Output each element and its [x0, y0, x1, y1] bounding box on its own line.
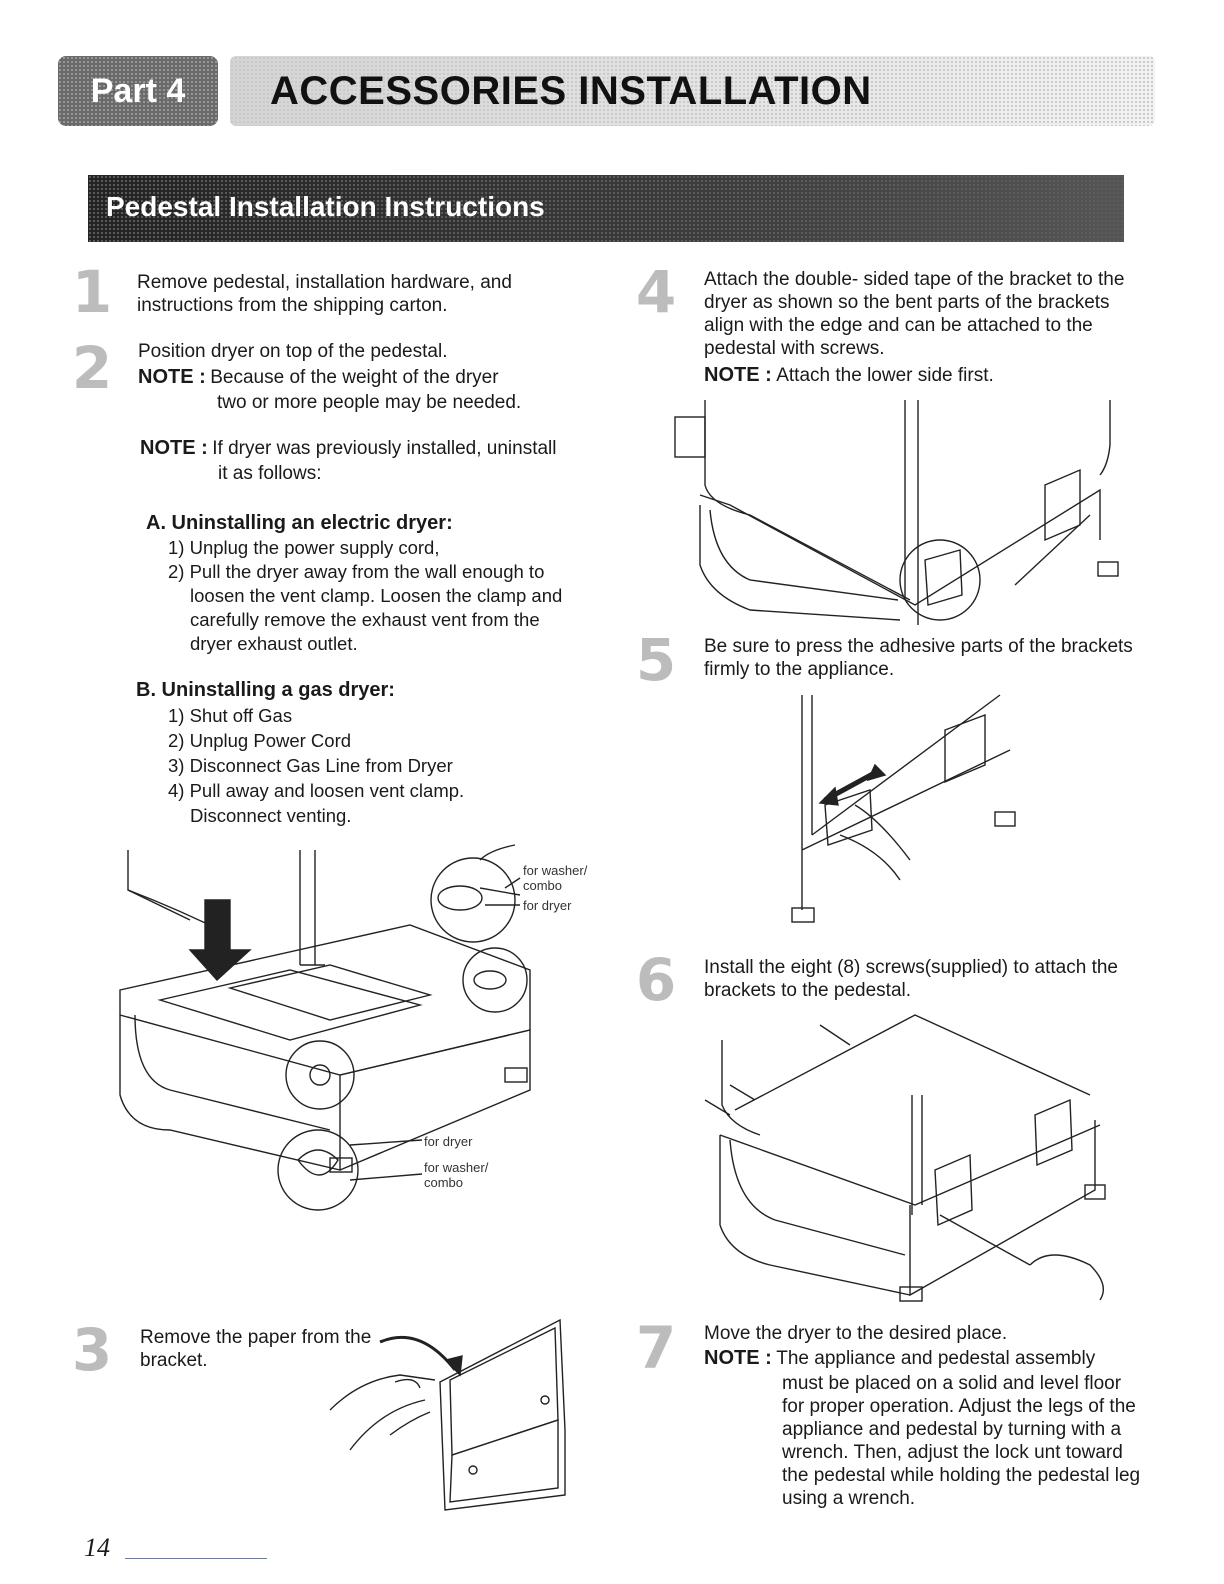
figure-label: for dryer	[523, 898, 572, 913]
step-4-line: align with the edge and can be attached …	[704, 315, 1093, 336]
gas-item: 2) Unplug Power Cord	[168, 730, 352, 751]
gas-item: Disconnect venting.	[190, 805, 352, 826]
step-number-3: 3	[71, 1316, 113, 1384]
gas-item: 3) Disconnect Gas Line from Dryer	[168, 755, 453, 776]
note-line: If dryer was previously installed, unins…	[212, 438, 557, 459]
note-line: two or more people may be needed.	[217, 392, 522, 413]
note-line: Because of the weight of the dryer	[210, 367, 499, 388]
step-1-text: Remove pedestal, installation hardware, …	[137, 271, 512, 317]
note-label: NOTE :	[704, 1347, 772, 1369]
electric-item: carefully remove the exhaust vent from t…	[190, 609, 540, 630]
step-2-line: Position dryer on top of the pedestal.	[138, 341, 448, 362]
figure-label: for washer/ combo	[523, 863, 587, 893]
electric-item: loosen the vent clamp. Loosen the clamp …	[190, 585, 563, 606]
note-line: using a wrench.	[782, 1488, 916, 1509]
step-3-line: bracket.	[140, 1350, 208, 1371]
step-7-note: NOTE : The appliance and pedestal assemb…	[704, 1347, 1095, 1370]
note-line: the pedestal while holding the pedestal …	[782, 1465, 1141, 1486]
page-number: 14	[84, 1533, 110, 1562]
step-4-text: Attach the double- sided tape of the bra…	[704, 268, 1124, 360]
dryer-pedestal-diagram	[119, 844, 531, 1211]
step-5-text: Be sure to press the adhesive parts of t…	[704, 635, 1133, 681]
step-number-1: 1	[71, 258, 113, 326]
figure-label-line: combo	[424, 1175, 464, 1190]
note-line: Attach the lower side first.	[776, 365, 994, 386]
step-number-7: 7	[635, 1314, 677, 1382]
screw-install-diagram	[704, 1014, 1106, 1302]
note-line: wrench. Then, adjust the lock unt toward	[782, 1442, 1123, 1463]
note-line: The appliance and pedestal assembly	[776, 1348, 1096, 1369]
step-3-line: Remove the paper from the	[140, 1327, 372, 1348]
step-6-text: Install the eight (8) screws(supplied) t…	[704, 956, 1118, 1002]
step-4-note: NOTE : Attach the lower side first.	[704, 364, 994, 387]
step-7-text: Move the dryer to the desired place.	[704, 1322, 1007, 1345]
title-band	[230, 56, 1155, 126]
footer-rule	[125, 1558, 267, 1559]
page-title: ACCESSORIES INSTALLATION	[270, 69, 872, 113]
note-line: it as follows:	[218, 463, 322, 484]
step-5-line: firmly to the appliance.	[704, 659, 895, 680]
note-line: must be placed on a solid and level floo…	[782, 1373, 1122, 1394]
step-4-line: dryer as shown so the bent parts of the …	[704, 292, 1110, 313]
section-title: Pedestal Installation Instructions	[106, 191, 545, 222]
electric-item: dryer exhaust outlet.	[190, 633, 358, 654]
figure-label-line: combo	[523, 878, 563, 893]
step-3-text: Remove the paper from the bracket.	[140, 1326, 371, 1372]
part-badge	[58, 56, 218, 126]
bracket-attach-diagram	[674, 400, 1119, 625]
gas-item: 1) Shut off Gas	[168, 705, 293, 726]
note-label: NOTE :	[140, 437, 208, 459]
uninstall-note: NOTE : If dryer was previously installed…	[140, 437, 557, 460]
note-label: NOTE :	[138, 366, 206, 388]
figure-label-line: for washer/	[424, 1160, 489, 1175]
step-5-line: Be sure to press the adhesive parts of t…	[704, 636, 1133, 657]
electric-item: 1) Unplug the power supply cord,	[168, 537, 440, 558]
bracket-paper-diagram	[329, 1318, 566, 1511]
gas-heading: B. Uninstalling a gas dryer:	[136, 679, 395, 701]
step-number-6: 6	[635, 946, 677, 1014]
step-number-5: 5	[635, 626, 677, 694]
step-7-note-cont: must be placed on a solid and level floo…	[782, 1372, 1140, 1510]
step-2-text: Position dryer on top of the pedestal.	[138, 340, 447, 363]
step-6-line: brackets to the pedestal.	[704, 980, 912, 1001]
step-1-line: instructions from the shipping carton.	[137, 295, 448, 316]
electric-item: 2) Pull the dryer away from the wall eno…	[168, 561, 545, 582]
gas-item: 4) Pull away and loosen vent clamp.	[168, 780, 465, 801]
step-number-4: 4	[635, 258, 677, 326]
bracket-press-diagram	[791, 694, 1016, 923]
step-2-note: NOTE : Because of the weight of the drye…	[138, 366, 499, 389]
figure-label: for dryer	[424, 1134, 473, 1149]
step-4-line: Attach the double- sided tape of the bra…	[704, 269, 1125, 290]
step-number-2: 2	[71, 334, 113, 402]
note-line: for proper operation. Adjust the legs of…	[782, 1396, 1136, 1417]
figure-label-line: for washer/	[523, 863, 588, 878]
step-6-line: Install the eight (8) screws(supplied) t…	[704, 957, 1118, 978]
note-line: appliance and pedestal by turning with a	[782, 1419, 1122, 1440]
step-1-line: Remove pedestal, installation hardware, …	[137, 272, 512, 293]
section-bar	[88, 175, 1124, 242]
electric-heading: A. Uninstalling an electric dryer:	[146, 512, 453, 534]
figure-label: for washer/ combo	[424, 1160, 488, 1190]
note-label: NOTE :	[704, 364, 772, 386]
step-4-line: pedestal with screws.	[704, 338, 885, 359]
part-label: Part 4	[90, 72, 186, 110]
step-7-line: Move the dryer to the desired place.	[704, 1323, 1008, 1344]
